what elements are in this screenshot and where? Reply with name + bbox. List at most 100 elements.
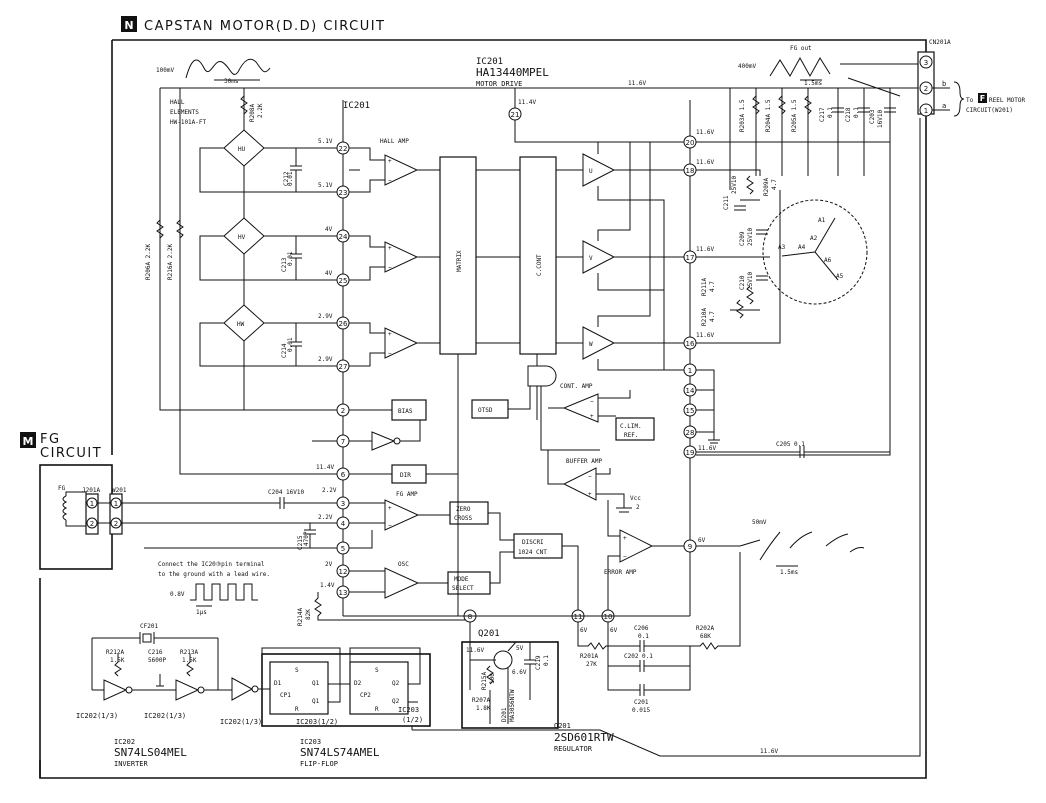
bus-11v6-bottom xyxy=(412,118,921,757)
ff2-r: R xyxy=(375,706,379,713)
osc-amp xyxy=(384,567,420,599)
hall-wiring xyxy=(159,88,337,475)
bias-label: BIAS xyxy=(398,408,413,415)
r211a-label-1: R211A xyxy=(701,278,708,296)
p20-volt: 11.6V xyxy=(696,129,714,136)
q201-ref: Q201 xyxy=(554,722,571,730)
discri-block xyxy=(513,533,563,559)
to-reel-letter: F xyxy=(980,94,985,103)
r202a-label-1: R202A xyxy=(696,625,714,632)
ic202-part: SN74LS04MEL xyxy=(114,746,187,759)
to-reel-line2: CIRCUIT(W201) xyxy=(966,107,1013,114)
coil-a6: A6 xyxy=(824,257,832,264)
coil-a2: A2 xyxy=(810,235,818,242)
err-wave-period: 1.5ms xyxy=(780,569,798,576)
otsd-label: OTSD xyxy=(478,407,493,414)
motor-caps xyxy=(734,205,768,281)
p26-volt: 2.9V xyxy=(318,313,333,320)
pin-21-num: 21 xyxy=(511,111,520,119)
cf201-label: CF201 xyxy=(140,623,158,630)
r202a-label-2: 68K xyxy=(700,633,711,640)
fg-input-wire-2 xyxy=(126,522,337,549)
ic202-function: INVERTER xyxy=(114,760,149,768)
ic203-ff1-labels: S D1 CP1 R Q1 Q1 xyxy=(274,667,320,713)
c204-cap xyxy=(126,497,337,509)
q201-in-volt: 11.6V xyxy=(466,647,484,654)
pin7-inverter xyxy=(371,431,396,451)
c-lim-ref-1: C.LIM. xyxy=(620,423,642,430)
pin-17-num: 17 xyxy=(686,254,695,262)
svg-text:−: − xyxy=(388,264,392,271)
r209a-label-1: R209A xyxy=(763,178,770,196)
fg-out-amp: 400mV xyxy=(738,63,756,70)
vcc-ground xyxy=(616,507,632,513)
pin-28-num: 28 xyxy=(686,429,695,437)
d201-label-2: MA3056NTW xyxy=(509,689,516,722)
r208a-label-2: 2.2K xyxy=(257,103,264,118)
error-amp-title: ERROR AMP xyxy=(604,569,637,576)
c-cont-label: C.CONT xyxy=(536,254,543,276)
cn-brace xyxy=(953,81,965,117)
p17-volt: 11.6V xyxy=(696,246,714,253)
section-n-badge xyxy=(121,16,137,32)
pin-16-num: 16 xyxy=(686,340,695,348)
q201-part: 2SD601RTW xyxy=(554,731,614,744)
fg-circuit-frame xyxy=(39,464,113,570)
r212a-label-2: 1.5K xyxy=(110,657,125,664)
c210-label-1: C210 xyxy=(739,275,746,290)
r201a-label-1: R201A xyxy=(580,653,598,660)
ff1-q1-bar: Q1 xyxy=(312,698,320,705)
r201a-label-2: 27K xyxy=(586,661,597,668)
pin-4-num: 4 xyxy=(341,520,346,528)
c216-label-2: 5600P xyxy=(148,657,166,664)
driver-outputs xyxy=(597,141,684,371)
r216a-label: R216A 2.2K xyxy=(167,243,174,280)
driver-u: U xyxy=(582,153,616,187)
ic203-half1-label: IC203(1/2) xyxy=(296,718,338,726)
note-line2: to the ground with a lead wire. xyxy=(158,571,270,578)
ic202-inv3-label: IC202(1/3) xyxy=(220,718,262,726)
motor-resistor-zigzags xyxy=(736,175,754,319)
ic201-ref: IC201 xyxy=(476,57,503,67)
r211a-label-2: 4.7 xyxy=(709,281,716,292)
r213a-label-1: R213A xyxy=(180,649,198,656)
c201-label-1: C201 xyxy=(634,699,649,706)
coil-a4: A4 xyxy=(798,244,806,251)
hall-title-1: HALL xyxy=(170,99,185,106)
driver-v: V xyxy=(582,240,616,274)
svg-text:−: − xyxy=(388,350,392,357)
r209a-label-2: 4.7 xyxy=(771,179,778,190)
cn201a-label: CN201A xyxy=(929,39,951,46)
matrix-label: MATRIX xyxy=(456,250,463,272)
osc-title: OSC xyxy=(398,561,409,568)
err-wave-amp: 50mV xyxy=(752,519,767,526)
q201-mid-volt: 6.6V xyxy=(512,669,527,676)
p24-volt: 4V xyxy=(325,226,333,233)
p18-volt: 11.6V xyxy=(696,159,714,166)
c209-label-1: C209 xyxy=(739,231,746,246)
svg-text:+: + xyxy=(388,158,392,165)
motor-windings: A1 A2 A3 A4 A6 A5 xyxy=(762,199,868,305)
r210a-label-1: R210A xyxy=(701,308,708,326)
r215a-label-2: 100 xyxy=(489,673,496,684)
discri-2: 1024 CNT xyxy=(518,549,547,556)
r215a-resistor xyxy=(486,665,494,685)
section-m-badge xyxy=(20,432,36,448)
p3-volt: 2.2V xyxy=(322,487,337,494)
r202a-resistor xyxy=(690,552,741,650)
to-reel-suffix: REEL MOTOR xyxy=(989,97,1026,104)
c202-cap xyxy=(607,622,690,672)
osc-wave-period: 1μs xyxy=(196,609,207,616)
ic202-inverter-2 xyxy=(175,679,200,701)
err-wave-leader xyxy=(739,539,761,547)
top-right-cap-plates xyxy=(832,107,896,113)
svg-text:−: − xyxy=(623,553,627,560)
ic202-inverter-1 xyxy=(103,679,128,701)
p25-volt: 4V xyxy=(325,270,333,277)
c212-label-2: 0.01 xyxy=(287,171,294,186)
r206a-label: R206A 2.2K xyxy=(145,243,152,280)
ff1-cp1: CP1 xyxy=(280,692,291,699)
hall-caps xyxy=(290,148,302,366)
ic202-inverter-3 xyxy=(231,677,254,701)
